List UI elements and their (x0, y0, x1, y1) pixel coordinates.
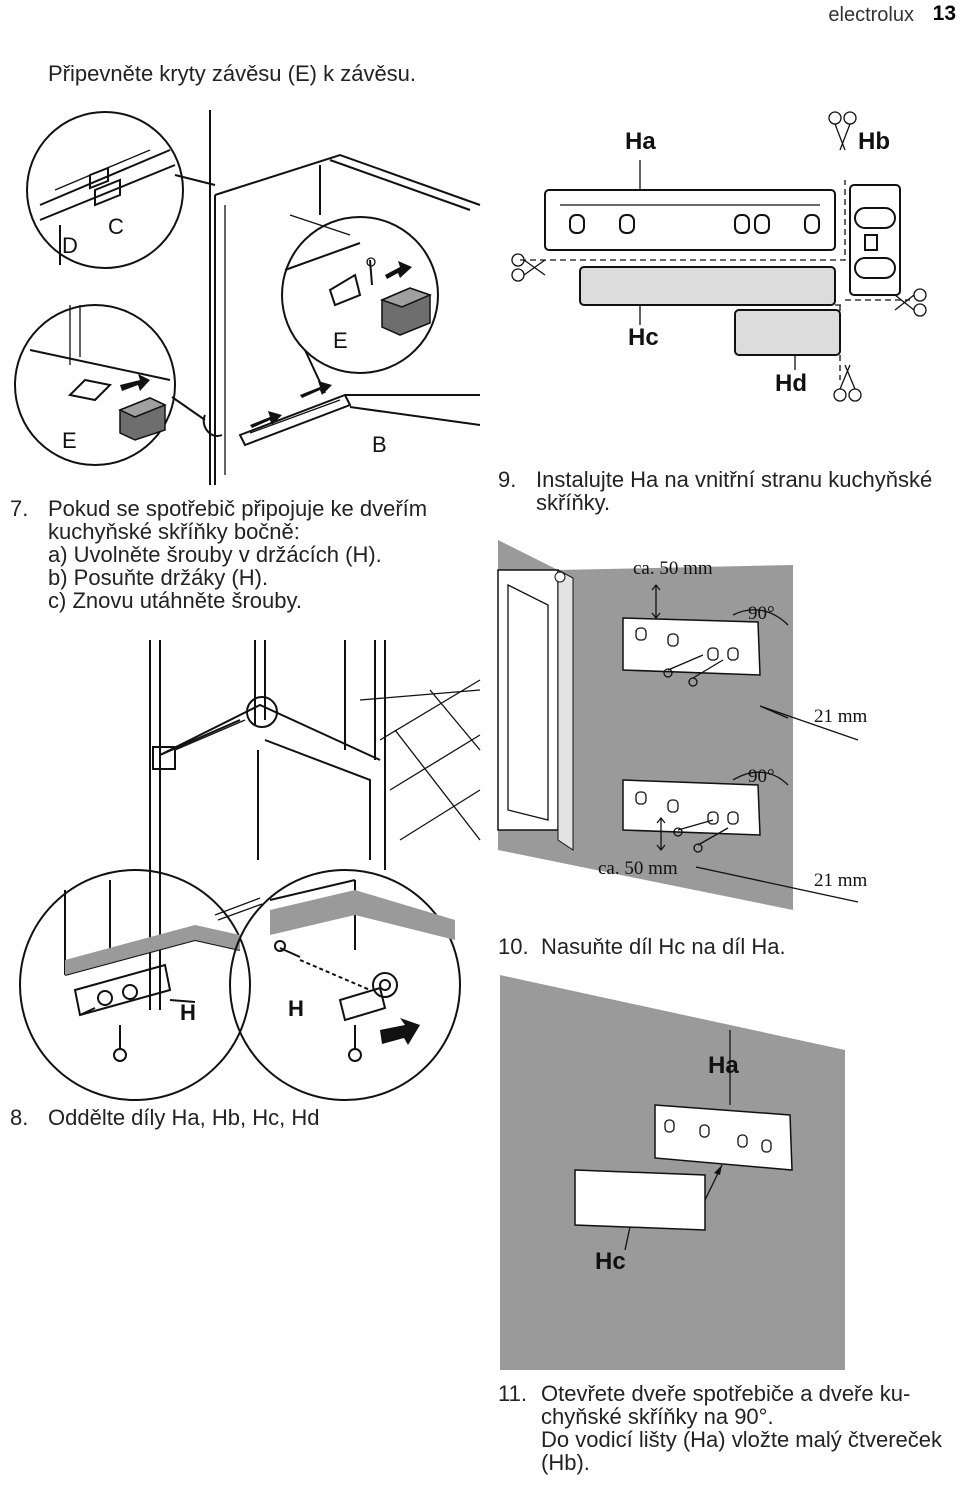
label-c: C (108, 214, 124, 239)
label-hd-parts: Hd (775, 370, 807, 397)
intro-text: Připevněte kryty závěsu (E) k závěsu. (48, 61, 417, 86)
label-e-right: E (333, 328, 348, 353)
step-10-text: Nasuňte díl Hc na díl Ha. (541, 934, 786, 959)
label-h-right: H (288, 996, 304, 1021)
dim-top-gap: ca. 50 mm (633, 558, 713, 579)
label-hb-parts: Hb (858, 128, 890, 155)
step-7-line: Pokud se spotřebič připojuje ke dveřím (48, 496, 428, 521)
brand-name: electrolux (828, 4, 914, 26)
bracket-adjust-illustration (19, 640, 481, 1101)
dim-angle-2: 90° (748, 766, 775, 787)
step-9-number: 9. (498, 467, 517, 492)
step-7-number: 7. (10, 496, 29, 521)
label-h-left: H (180, 1000, 196, 1025)
label-e-left: E (62, 428, 77, 453)
step-7-line: c) Znovu utáhněte šrouby. (48, 588, 302, 613)
label-ha-parts: Ha (625, 128, 656, 155)
dim-offset-1: 21 mm (814, 706, 868, 727)
step-7-line: kuchyňské skříňky bočně: (48, 519, 300, 544)
hinge-cover-illustration (14, 110, 481, 485)
label-ha-fig10: Ha (708, 1052, 739, 1079)
parts-illustration (511, 111, 927, 402)
step-11-line: (Hb). (541, 1450, 590, 1475)
slide-hc-illustration (500, 975, 845, 1370)
step-9-line: Instalujte Ha na vnitřní stranu kuchyňsk… (536, 467, 933, 492)
step-9-line: skříňky. (536, 490, 611, 515)
label-hc-parts: Hc (628, 324, 659, 351)
step-10-number: 10. (498, 934, 529, 959)
dim-bottom-gap: ca. 50 mm (598, 858, 678, 879)
label-d: D (62, 233, 78, 258)
label-hc-fig10: Hc (595, 1248, 626, 1275)
dim-angle-1: 90° (748, 603, 775, 624)
step-11-line: Do vodicí lišty (Ha) vložte malý čtvereč… (541, 1427, 942, 1452)
label-b: B (372, 432, 387, 457)
step-7-line: a) Uvolněte šrouby v držácích (H). (48, 542, 382, 567)
step-11-number: 11. (498, 1381, 527, 1406)
dim-offset-2: 21 mm (814, 870, 868, 891)
step-8-text: Oddělte díly Ha, Hb, Hc, Hd (48, 1105, 320, 1130)
step-7-line: b) Posuňte držáky (H). (48, 565, 269, 590)
step-8-number: 8. (10, 1105, 29, 1130)
page-number: 13 (932, 2, 956, 25)
step-11-line: Otevřete dveře spotřebiče a dveře ku- (541, 1381, 911, 1406)
rail-mounting-illustration (497, 540, 859, 910)
step-11-line: chyňské skříňky na 90°. (541, 1404, 774, 1429)
